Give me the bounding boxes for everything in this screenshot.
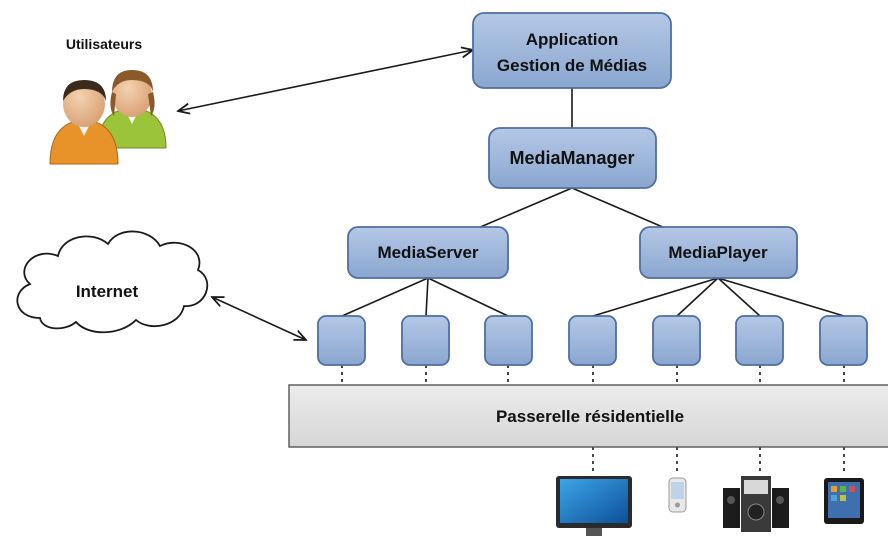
tv-monitor-icon [556, 476, 632, 536]
tablet-icon [824, 478, 864, 524]
box-gateway-dotted-links [341, 365, 845, 385]
application-label-line2: Gestion de Médias [497, 56, 647, 75]
player-component-1 [568, 315, 617, 366]
server-component-1 [317, 315, 366, 366]
internet-label: Internet [76, 282, 139, 301]
media-player-label: MediaPlayer [668, 243, 768, 262]
server-component-3 [484, 315, 533, 366]
media-manager-box: MediaManager [488, 127, 657, 189]
application-label-line1: Application [526, 30, 619, 49]
media-manager-label: MediaManager [509, 148, 634, 168]
media-server-label: MediaServer [377, 243, 478, 262]
gateway-label: Passerelle résidentielle [496, 407, 684, 426]
tree-connectors [341, 88, 845, 317]
media-player-box: MediaPlayer [639, 226, 798, 279]
gateway-device-dotted-links [592, 447, 845, 472]
mobile-phone-icon [668, 477, 687, 513]
two-users-icon [49, 70, 167, 165]
hifi-speakers-icon [723, 476, 789, 532]
server-component-2 [401, 315, 450, 366]
gateway-bar: Passerelle résidentielle [288, 384, 888, 448]
users-label: Utilisateurs [66, 36, 142, 52]
player-component-4 [819, 315, 868, 366]
component-boxes [317, 315, 868, 366]
users-application-arrow [178, 50, 473, 111]
player-component-2 [652, 315, 701, 366]
media-server-box: MediaServer [347, 226, 509, 279]
application-box: Application Gestion de Médias [472, 12, 672, 89]
player-component-3 [735, 315, 784, 366]
cloud-icon: Internet [16, 230, 209, 334]
internet-gateway-arrow [212, 297, 306, 340]
